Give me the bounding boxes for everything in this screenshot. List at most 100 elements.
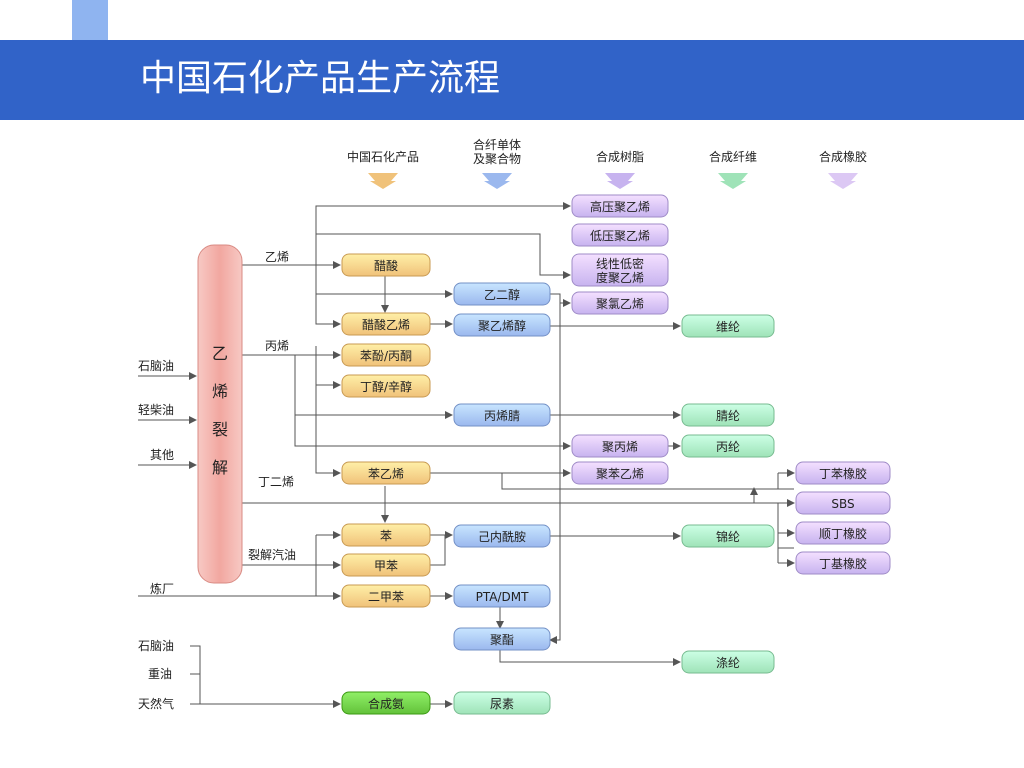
node-label-nylon: 锦纶 (716, 530, 740, 544)
flow-line (549, 303, 561, 644)
node-label-br: 顺丁橡胶 (819, 526, 867, 541)
node-ammonia (341, 691, 431, 715)
feedstock-refinery: 炼厂 (150, 581, 174, 596)
node-label-polyester-fiber: 涤纶 (716, 656, 740, 670)
node-phenol-acetone (341, 343, 431, 367)
node-iir (795, 551, 891, 575)
cracker-label-char: 乙 (212, 344, 228, 363)
feedstock-naphtha: 石脑油 (138, 359, 174, 373)
node-toluene (341, 553, 431, 577)
header-bar (0, 40, 1024, 120)
flow-line (294, 355, 571, 450)
column-header-col-rubber: 合成橡胶 (819, 149, 867, 164)
column-arrow-col-fiber (718, 173, 748, 189)
column-arrow-col-fiber-monomer (482, 173, 512, 189)
node-glycol (453, 282, 551, 306)
node-pva (453, 313, 551, 337)
cracker-column (197, 244, 243, 584)
stream-cracked-gasoline: 裂解汽油 (248, 547, 296, 562)
cracker-label-char: 解 (212, 458, 228, 477)
node-label-phenol-acetone: 苯酚/丙酮 (360, 349, 412, 363)
feedstock-light-diesel: 轻柴油 (138, 403, 174, 417)
node-label-pp: 聚丙烯 (602, 440, 638, 454)
stream-butadiene: 丁二烯 (258, 475, 294, 489)
node-polypropylene-fiber (681, 434, 775, 458)
node-br (795, 521, 891, 545)
feedstock-natural-gas: 天然气 (138, 696, 174, 711)
node-ps (571, 461, 669, 485)
node-caprolactam (453, 524, 551, 548)
node-label-caprolactam: 己内酰胺 (478, 530, 526, 544)
node-label-ps: 聚苯乙烯 (596, 467, 644, 481)
node-label-styrene: 苯乙烯 (368, 467, 404, 481)
node-label-lldpe: 线性低密度聚乙烯 (596, 256, 644, 285)
node-urea (453, 691, 551, 715)
node-label-hdpe: 低压聚乙烯 (590, 229, 650, 243)
flow-line (550, 293, 571, 307)
flow-line (501, 473, 794, 490)
node-pta-dmt (453, 584, 551, 608)
node-label-polypropylene-fiber: 丙纶 (716, 440, 740, 454)
flow-line (315, 346, 341, 477)
stream-ethylene: 乙烯 (265, 250, 289, 264)
node-benzene (341, 523, 431, 547)
feedstock-heavy-oil: 重油 (148, 667, 172, 681)
node-label-acrylic: 腈纶 (716, 409, 740, 423)
flow-line (316, 233, 571, 279)
cracker-label-char: 裂 (212, 420, 228, 439)
flow-line (499, 650, 681, 666)
node-label-acrylonitrile: 丙烯腈 (484, 409, 520, 423)
flow-lines (138, 202, 795, 708)
flow-nodes (197, 173, 891, 715)
node-label-urea: 尿素 (490, 697, 514, 711)
column-header-col-fiber: 合成纤维 (709, 149, 757, 164)
node-polyester-fiber (681, 650, 775, 674)
node-label-vinylon: 维纶 (716, 320, 740, 334)
node-polyester (453, 627, 551, 651)
feedstock-naphtha-2: 石脑油 (138, 639, 174, 653)
node-label-vinyl-acetate: 醋酸乙烯 (362, 317, 410, 332)
column-header-col-fiber-monomer: 合纤单体及聚合物 (473, 137, 521, 166)
corner-deco-square-1 (72, 0, 108, 40)
node-sbr (795, 461, 891, 485)
node-label-ammonia: 合成氨 (368, 696, 404, 711)
node-xylene (341, 584, 431, 608)
node-butanol-octanol (341, 374, 431, 398)
flow-labels: 中国石化产品合纤单体及聚合物合成树脂合成纤维合成橡胶乙烯裂解石脑油轻柴油其他炼厂… (138, 137, 867, 711)
column-arrow-col-resin (605, 173, 635, 189)
node-acetic-acid (341, 253, 431, 277)
node-label-pta-dmt: PTA/DMT (476, 590, 529, 604)
flow-line (315, 265, 341, 328)
node-label-butanol-octanol: 丁醇/辛醇 (360, 379, 412, 394)
node-label-polyester: 聚酯 (490, 633, 514, 647)
node-lldpe (571, 253, 669, 287)
column-arrow-col-rubber (828, 173, 858, 189)
node-vinyl-acetate (341, 312, 431, 336)
node-styrene (341, 461, 431, 485)
node-nylon (681, 524, 775, 548)
node-ldpe (571, 194, 669, 218)
column-arrow-col-products (368, 173, 398, 189)
node-label-acetic-acid: 醋酸 (374, 258, 398, 273)
node-vinylon (681, 314, 775, 338)
node-label-ldpe: 高压聚乙烯 (590, 199, 650, 214)
flow-line (430, 535, 446, 566)
cracker-label-char: 烯 (212, 382, 228, 401)
node-sbs (795, 491, 891, 515)
node-label-iir: 丁基橡胶 (819, 556, 867, 571)
node-pvc (571, 291, 669, 315)
stream-propylene: 丙烯 (265, 339, 289, 353)
node-label-glycol: 乙二醇 (484, 287, 520, 302)
node-label-sbs: SBS (831, 497, 854, 511)
node-label-pvc: 聚氯乙烯 (596, 297, 644, 311)
node-label-pva: 聚乙烯醇 (478, 318, 526, 333)
flow-line (190, 645, 341, 708)
feedstock-other: 其他 (150, 448, 174, 462)
node-label-benzene: 苯 (380, 529, 392, 543)
node-acrylonitrile (453, 403, 551, 427)
node-label-toluene: 甲苯 (374, 559, 398, 573)
slide-title: 中国石化产品生产流程 (140, 58, 501, 99)
column-header-col-products: 中国石化产品 (347, 149, 419, 164)
node-hdpe (571, 223, 669, 247)
